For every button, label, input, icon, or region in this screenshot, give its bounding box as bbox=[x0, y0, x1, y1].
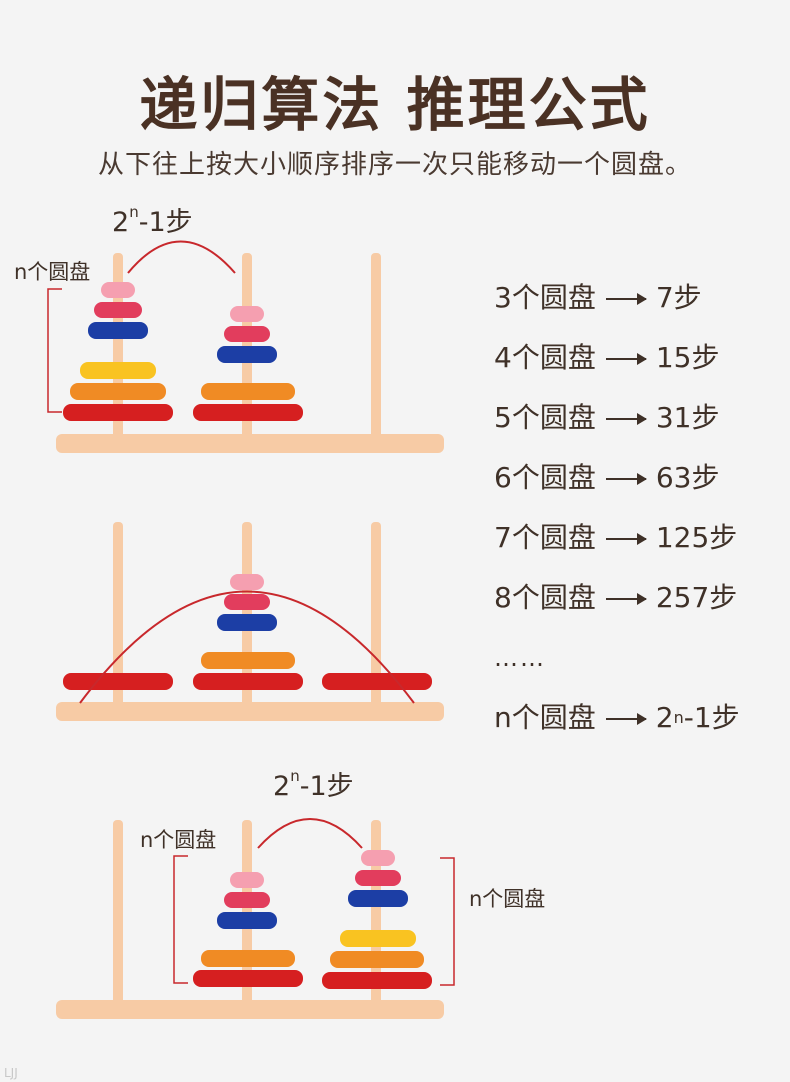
disk bbox=[355, 870, 401, 886]
disk bbox=[63, 404, 173, 421]
diagram-2 bbox=[56, 522, 444, 721]
disk bbox=[224, 594, 270, 610]
peg bbox=[113, 522, 123, 712]
bracket bbox=[173, 855, 188, 984]
bracket bbox=[440, 857, 455, 986]
disk bbox=[322, 972, 432, 989]
diagram-3 bbox=[56, 818, 455, 1019]
base-board bbox=[56, 702, 444, 721]
disk bbox=[217, 614, 277, 631]
page-title: 递归算法 推理公式 bbox=[139, 71, 651, 139]
disk bbox=[201, 652, 295, 669]
diagram-1 bbox=[47, 240, 444, 453]
disk bbox=[94, 302, 142, 318]
disk bbox=[230, 306, 264, 322]
disk bbox=[70, 383, 166, 400]
disk bbox=[348, 890, 408, 907]
disk bbox=[63, 673, 173, 690]
arrow-icon bbox=[605, 353, 647, 365]
arrow-icon bbox=[605, 713, 647, 725]
arrow-icon bbox=[605, 293, 647, 305]
disk bbox=[230, 574, 264, 590]
move-arc bbox=[127, 240, 236, 274]
n-disks-label: n个圆盘 bbox=[140, 828, 217, 852]
bracket bbox=[47, 288, 62, 413]
formula-label-1: 2n-1步 bbox=[112, 203, 193, 238]
arrow-icon bbox=[605, 533, 647, 545]
list-ellipsis: …… bbox=[494, 644, 546, 672]
arrow-icon bbox=[605, 413, 647, 425]
disk bbox=[193, 673, 303, 690]
base-board bbox=[56, 434, 444, 453]
base-board bbox=[56, 1000, 444, 1019]
formula-label-2: 2n-1步 bbox=[273, 767, 354, 802]
disk bbox=[224, 892, 270, 908]
disk bbox=[80, 362, 156, 379]
disk bbox=[330, 951, 424, 968]
disk bbox=[217, 912, 277, 929]
peg bbox=[371, 253, 381, 443]
n-disks-label: n个圆盘 bbox=[469, 887, 546, 911]
disk bbox=[193, 970, 303, 987]
peg bbox=[113, 820, 123, 1010]
disk bbox=[230, 872, 264, 888]
disk bbox=[201, 950, 295, 967]
arrow-icon bbox=[605, 593, 647, 605]
page-subtitle: 从下往上按大小顺序排序一次只能移动一个圆盘。 bbox=[97, 150, 692, 180]
disk bbox=[322, 673, 432, 690]
peg bbox=[371, 522, 381, 712]
disk bbox=[361, 850, 395, 866]
disk bbox=[340, 930, 416, 947]
watermark: LJJ bbox=[4, 1066, 18, 1080]
disk bbox=[224, 326, 270, 342]
arrow-icon bbox=[605, 473, 647, 485]
disk bbox=[201, 383, 295, 400]
move-arc bbox=[257, 818, 363, 849]
disk bbox=[88, 322, 148, 339]
move-arc bbox=[79, 590, 415, 704]
disk bbox=[193, 404, 303, 421]
disk bbox=[101, 282, 135, 298]
n-disks-label: n个圆盘 bbox=[14, 260, 91, 284]
disk bbox=[217, 346, 277, 363]
